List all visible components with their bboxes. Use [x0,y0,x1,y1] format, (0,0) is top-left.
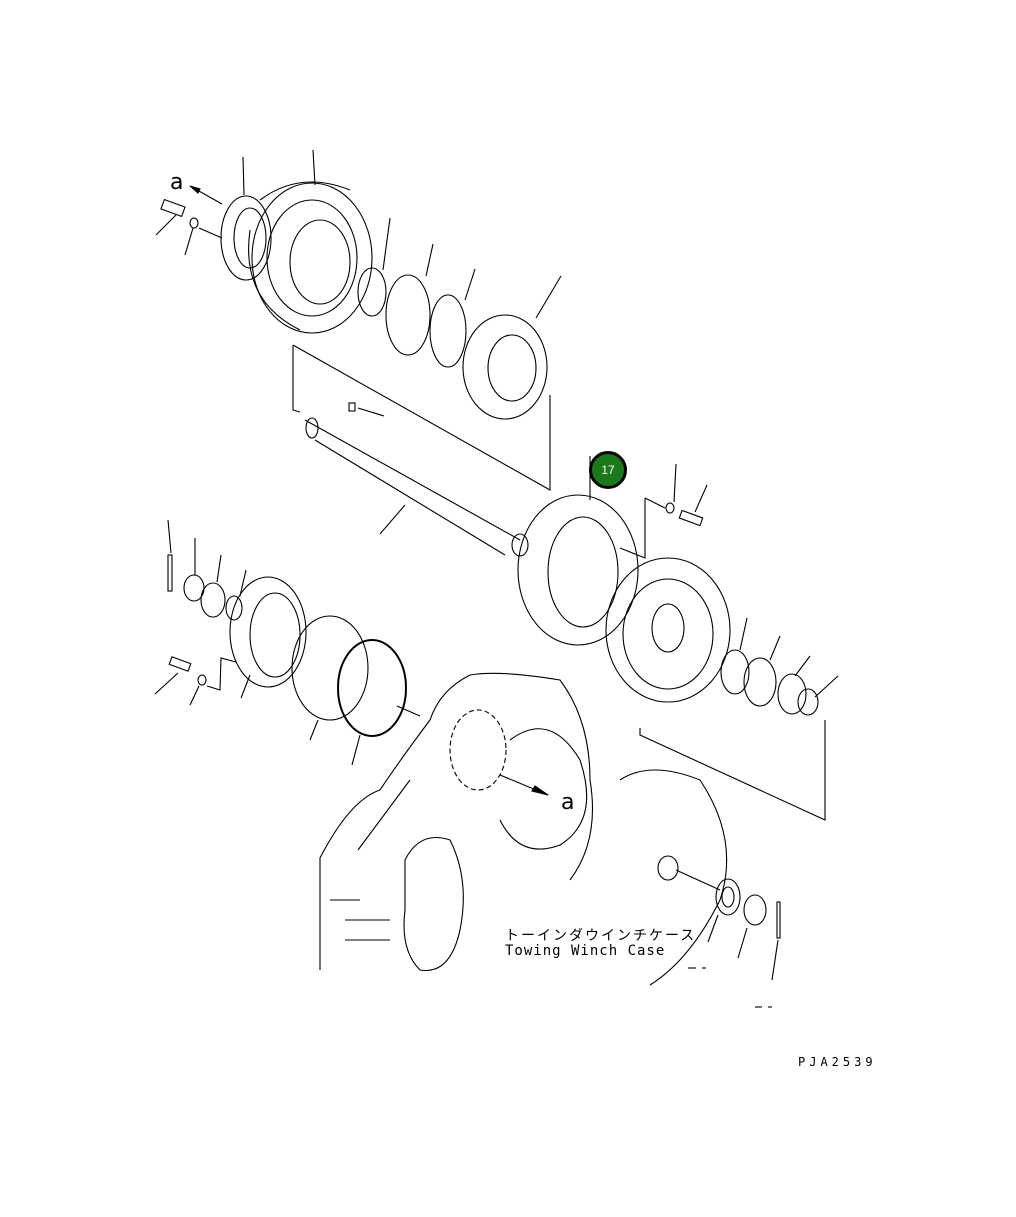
drive-gear-assembly [155,149,562,420]
reference-mark-a-bottom: a [561,790,575,815]
drawing-code: PJA2539 [798,1055,877,1069]
lower-fasteners [688,878,781,1008]
cover-assembly [154,519,421,766]
case-label-japanese: トーインダウインチケース [505,928,697,944]
winch-drum [517,456,839,821]
winch-case [319,672,728,986]
case-label-english: Towing Winch Case [505,943,666,959]
reference-mark-a-top: a [170,170,184,195]
shaft [292,344,551,557]
part-callout-17[interactable]: 17 [589,451,627,489]
